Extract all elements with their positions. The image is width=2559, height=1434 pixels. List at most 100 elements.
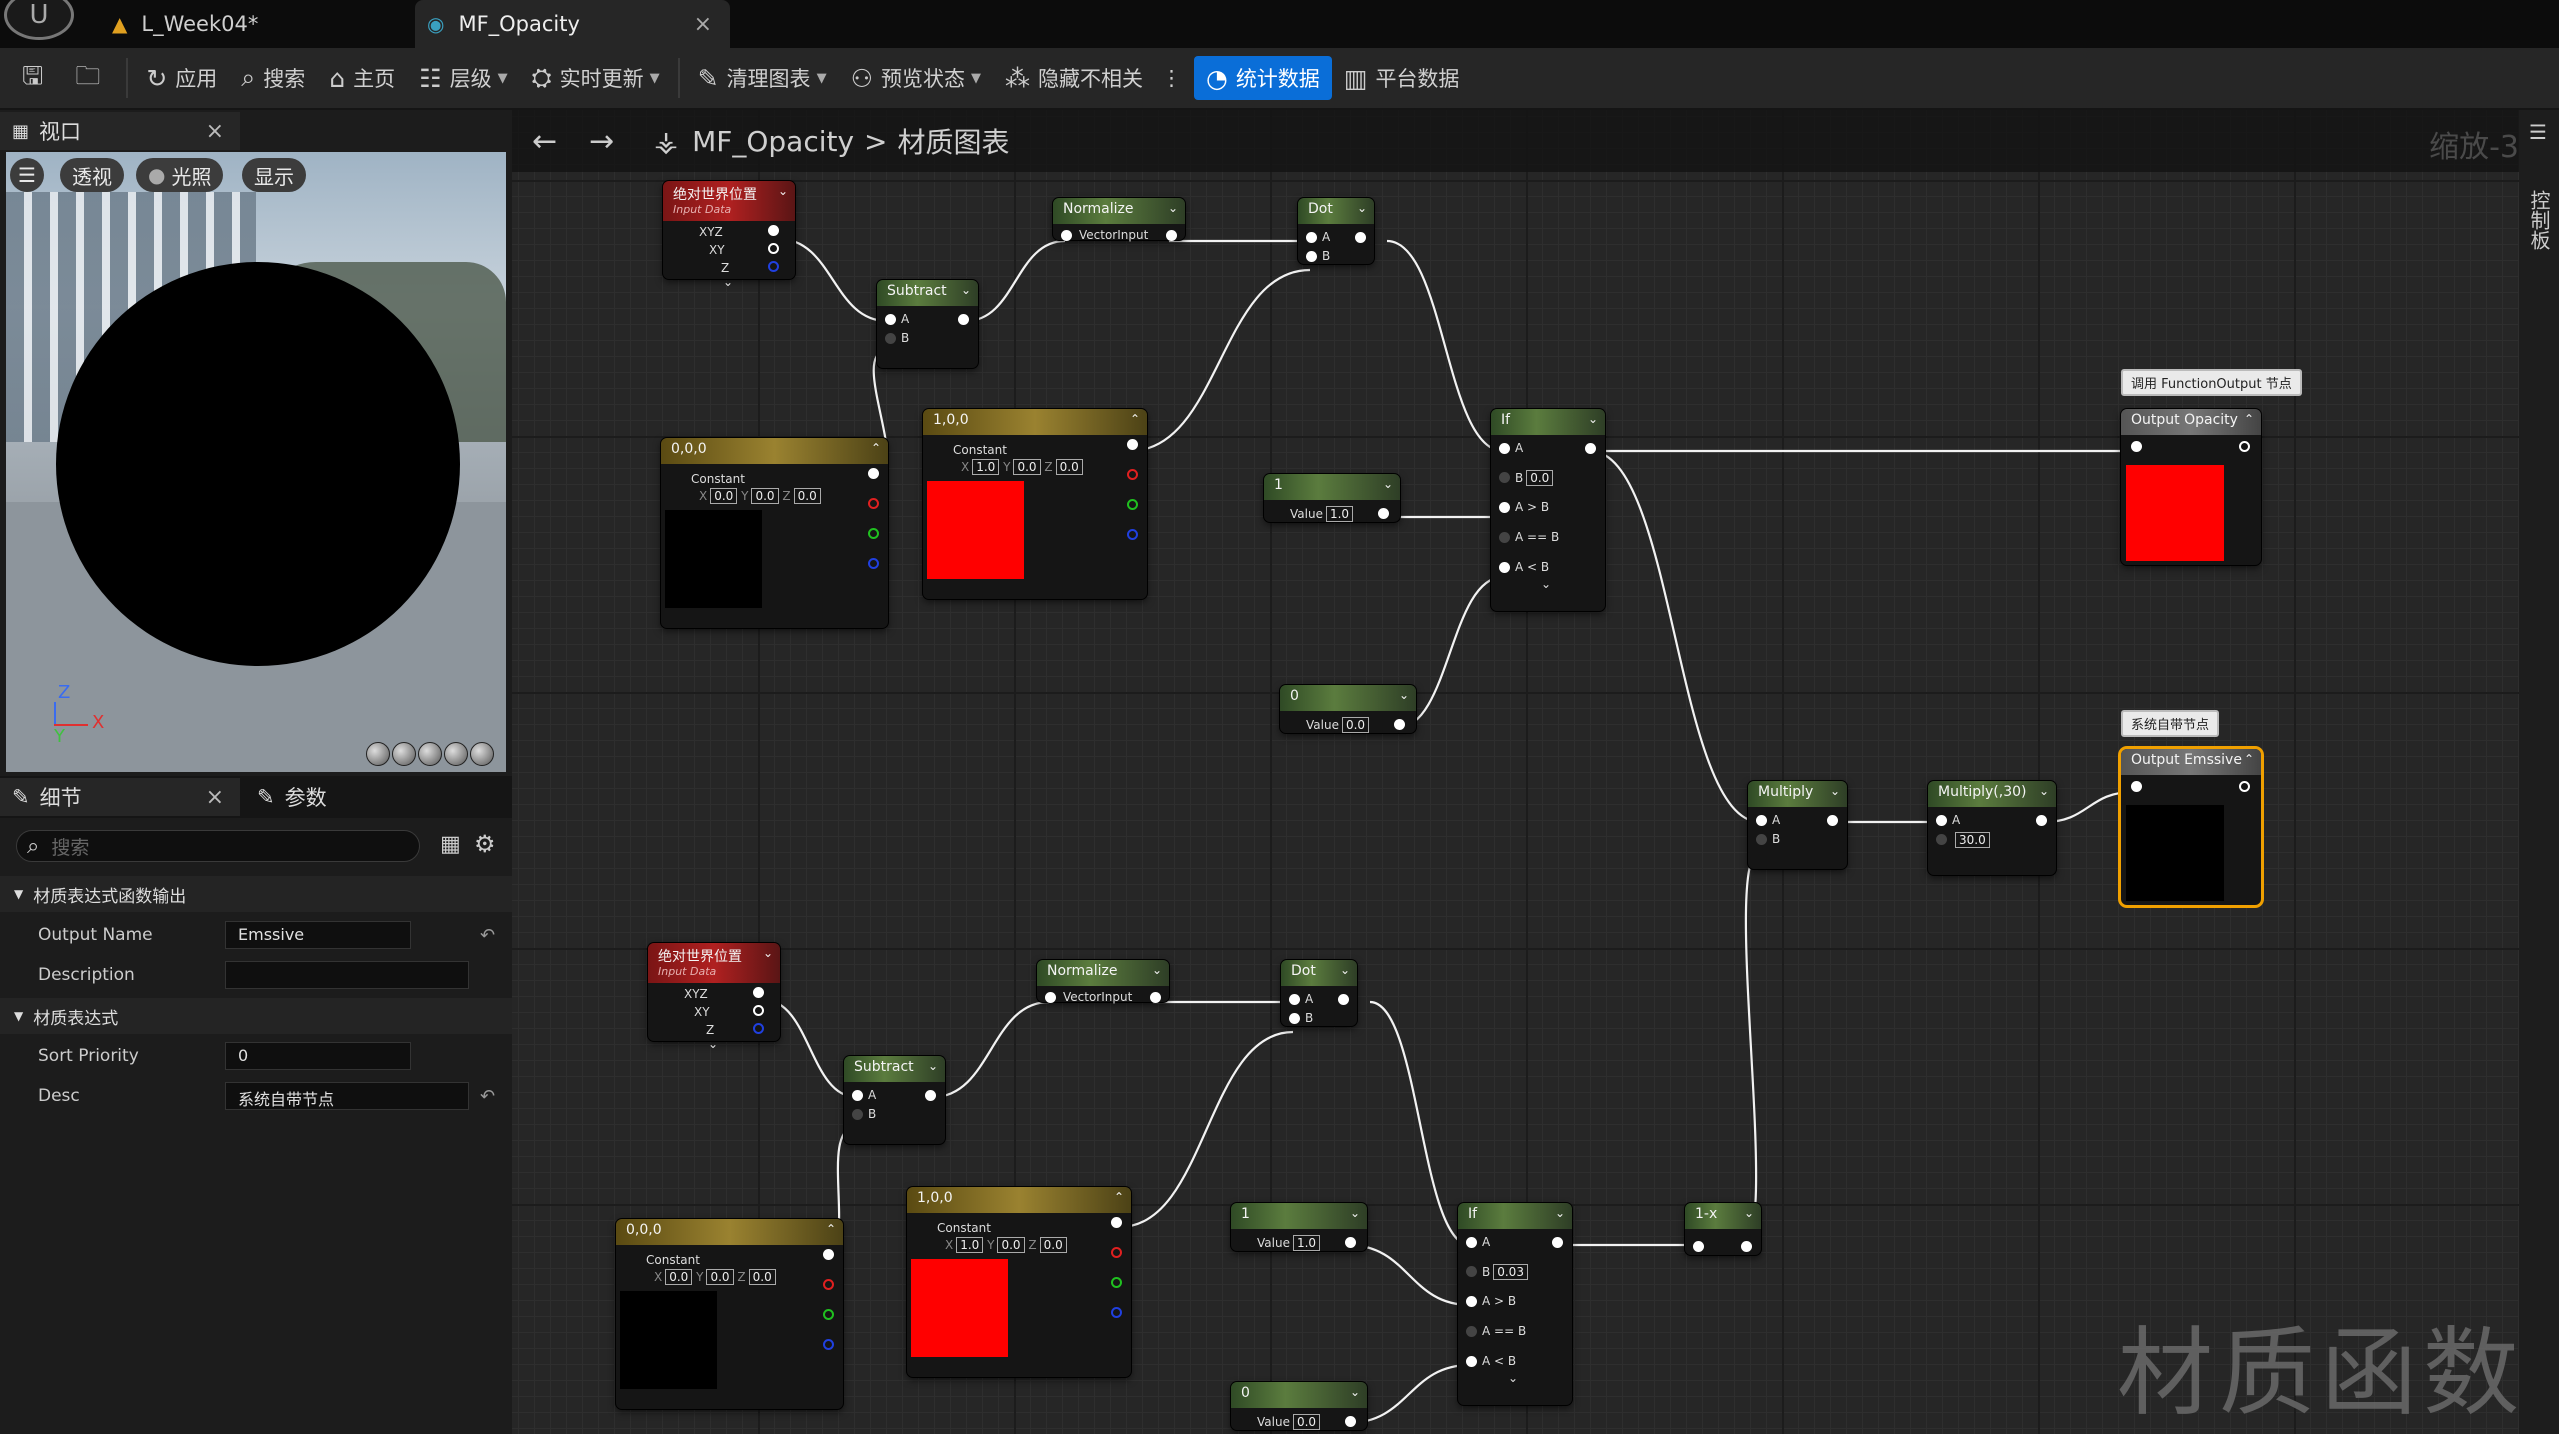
section-function-output[interactable]: ▼ 材质表达式函数输出 [0,876,512,912]
chevron-icon[interactable]: ⌄ [1743,1206,1754,1220]
value-field-x[interactable]: 1.0 [972,459,1000,475]
value-field-x[interactable]: 0.0 [710,488,738,504]
input-pin[interactable] [2131,781,2142,792]
expand-chevron-icon[interactable]: ⌄ [1541,577,1552,591]
output-pin[interactable] [958,314,969,325]
output-pin[interactable] [1585,443,1596,454]
input-pin-a[interactable] [1756,815,1767,826]
apply-button[interactable]: ↻应用 [134,56,229,100]
value-field[interactable]: 1.0 [1292,1235,1321,1251]
node-header[interactable]: Multiply⌄ [1748,781,1847,807]
input-pin-altb[interactable] [1499,562,1510,573]
output-pin[interactable] [1166,230,1177,241]
input-pin-b[interactable] [1499,472,1510,483]
value-field-y[interactable]: 0.0 [751,488,779,504]
desc-field[interactable]: 系统自带节点 [225,1082,469,1110]
input-pin-a[interactable] [1466,1237,1477,1248]
b-value-field[interactable]: 30.0 [1955,832,1990,848]
reset-arrow-icon[interactable]: ↶ [480,924,496,946]
chevron-icon[interactable]: ⌄ [927,1059,938,1073]
hierarchy-dropdown[interactable]: ☷层级▼ [407,56,519,100]
output-pin[interactable] [768,243,779,254]
output-pin[interactable] [1552,1237,1563,1248]
output-pin[interactable] [753,987,764,998]
node-header[interactable]: Subtract⌄ [844,1056,945,1082]
stats-button[interactable]: ◔统计数据 [1193,56,1332,100]
table-view-icon[interactable]: ▦ [440,832,461,857]
unreal-logo-icon[interactable]: U [4,0,74,40]
node-header[interactable]: 1⌄ [1231,1203,1367,1229]
output-pin[interactable] [1338,994,1349,1005]
value-field-z[interactable]: 0.0 [1039,1237,1067,1253]
tab-level[interactable]: ▲ L_Week04* [100,0,410,48]
value-field-y[interactable]: 0.0 [997,1237,1025,1253]
value-field-z[interactable]: 0.0 [1055,459,1083,475]
back-arrow-icon[interactable]: ← [532,123,558,159]
output-pin[interactable] [1345,1416,1356,1427]
close-icon[interactable]: × [205,784,224,810]
input-pin-b[interactable] [1306,251,1317,262]
input-pin-a[interactable] [885,314,896,325]
chevron-icon[interactable]: ⌄ [1349,1206,1360,1220]
output-pin-g[interactable] [1127,499,1138,510]
sort-priority-field[interactable]: 0 [225,1042,411,1070]
chevron-icon[interactable]: ⌄ [1151,963,1162,977]
chevron-icon[interactable]: ⌃ [2243,752,2254,766]
output-pin-g[interactable] [868,528,879,539]
tab-material-function[interactable]: ◉ MF_Opacity × [415,0,730,48]
node-header[interactable]: 0,0,0⌃ [616,1219,843,1245]
chevron-icon[interactable]: ⌄ [762,946,773,960]
output-pin-g[interactable] [1111,1277,1122,1288]
hide-unrelated-button[interactable]: ⁂隐藏不相关 [993,56,1155,100]
value-field-y[interactable]: 0.0 [706,1269,734,1285]
output-pin-b[interactable] [823,1339,834,1350]
output-pin-rgb[interactable] [823,1249,834,1260]
value-field[interactable]: 1.0 [1325,506,1354,522]
node-header[interactable]: 0⌄ [1231,1382,1367,1408]
forward-arrow-icon[interactable]: → [589,123,615,159]
teapot-icon[interactable] [470,742,494,766]
settings-gear-icon[interactable]: ⚙ [474,830,496,858]
output-pin-g[interactable] [823,1309,834,1320]
material-graph[interactable]: ← → ⚶ MF_Opacity > 材质图表 缩放-3 ☰ 控制板 绝对世界位… [512,110,2559,1434]
tab-parameters[interactable]: ✎ 参数 [245,778,445,816]
node-header[interactable]: If⌄ [1491,409,1605,435]
node-header[interactable]: Normalize⌄ [1053,198,1185,224]
viewport-menu-icon[interactable]: ☰ [10,158,44,192]
node-header[interactable]: If⌄ [1458,1203,1572,1229]
plane-icon[interactable] [418,742,442,766]
more-options-icon[interactable]: ⋮ [1160,66,1182,90]
chevron-icon[interactable]: ⌄ [1356,201,1367,215]
input-pin[interactable] [1045,992,1056,1003]
input-pin-aeqb[interactable] [1499,532,1510,543]
node-header[interactable]: 1,0,0⌃ [907,1187,1131,1213]
output-pin[interactable] [925,1090,936,1101]
value-field[interactable]: 0.0 [1341,717,1370,733]
chevron-icon[interactable]: ⌄ [1349,1385,1360,1399]
home-button[interactable]: ⌂主页 [317,56,407,100]
output-pin-rgb[interactable] [868,468,879,479]
lit-button[interactable]: ●光照 [136,158,224,192]
node-mul30[interactable]: Multiply(,30)⌄AB30.0 [1928,781,2056,875]
input-pin[interactable] [1061,230,1072,241]
cube-icon[interactable] [444,742,468,766]
output-pin-rgb[interactable] [1111,1217,1122,1228]
palette-strip[interactable]: ☰ 控制板 [2519,110,2559,1434]
save-button[interactable]: 🖫 [10,56,63,100]
node-outem[interactable]: Output Emssive⌃ [2121,749,2261,905]
clean-graph-dropdown[interactable]: ✎清理图表▼ [686,56,839,100]
output-pin[interactable] [768,261,779,272]
preview-viewport[interactable]: ☰ 透视 ●光照 显示 Z X Y [6,152,506,772]
node-header[interactable]: 0⌄ [1280,685,1416,711]
